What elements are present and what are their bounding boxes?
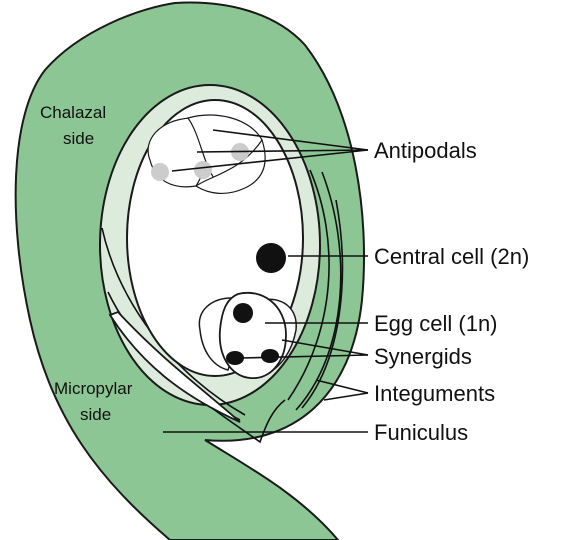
label-chalazal-line1: Chalazal [40,103,106,122]
egg-cell [220,293,286,378]
label-micropylar-line2: side [80,405,111,424]
label-chalazal-line2: side [63,129,94,148]
antipodal-nucleus-1 [151,163,169,181]
label-integuments: Integuments [374,381,495,406]
egg-nucleus [233,303,253,323]
antipodal-nucleus-2 [194,161,212,179]
antipodal-cells [148,115,265,193]
label-antipodals: Antipodals [374,138,477,163]
label-central-cell: Central cell (2n) [374,244,529,269]
label-funiculus: Funiculus [374,420,468,445]
label-synergids: Synergids [374,344,472,369]
label-micropylar-line1: Micropylar [54,379,133,398]
label-egg-cell: Egg cell (1n) [374,311,498,336]
synergid-nucleus-right [261,349,279,363]
central-cell-nucleus [256,243,286,273]
